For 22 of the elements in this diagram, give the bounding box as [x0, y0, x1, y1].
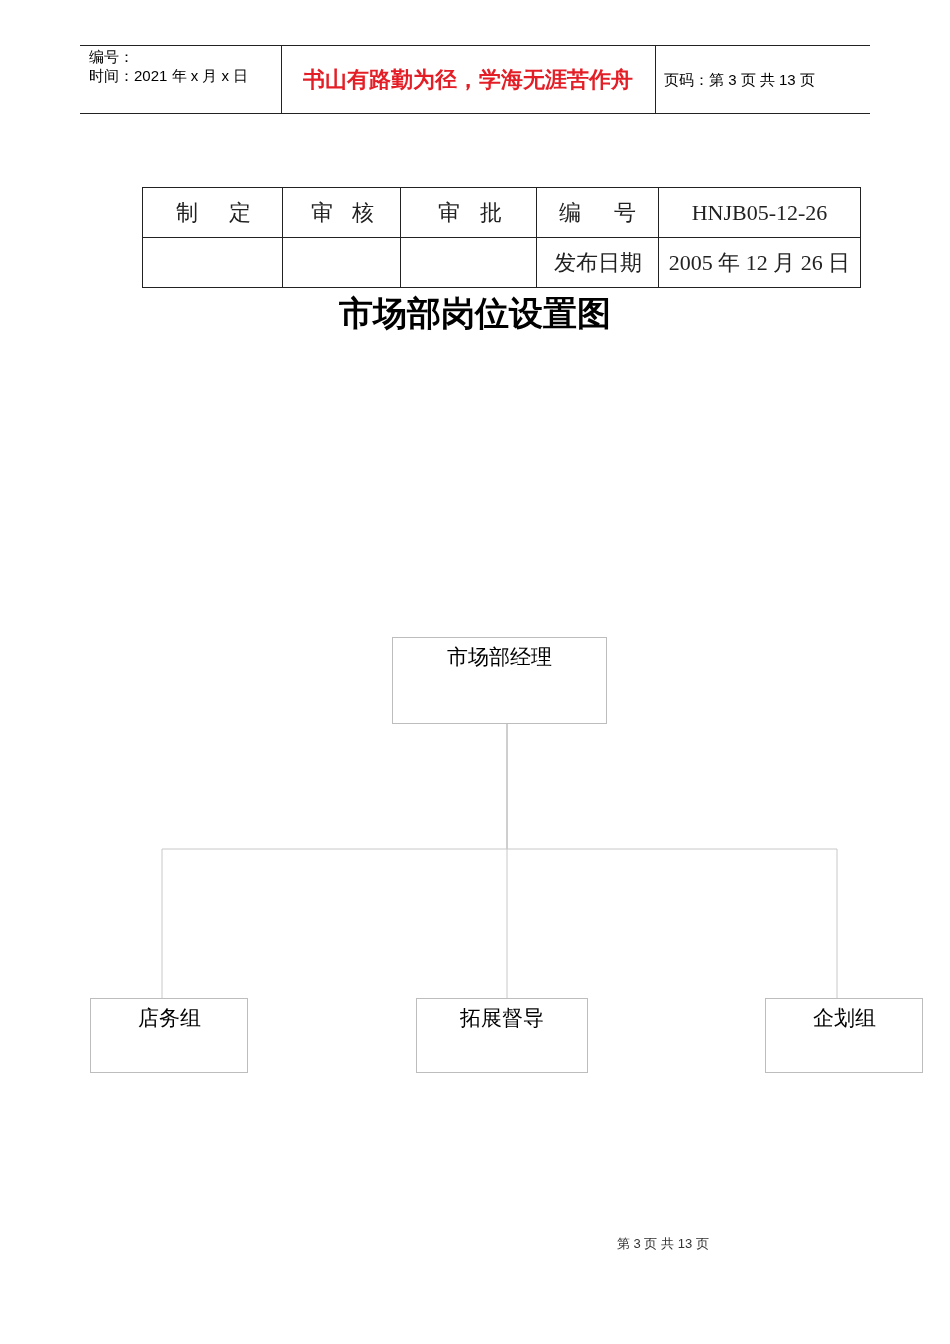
- table-cell: 制 定: [142, 187, 283, 238]
- position-title: 企划组: [812, 1006, 876, 1031]
- header-text: 编号：: [89, 48, 134, 66]
- table-cell: 发布日期: [536, 237, 659, 288]
- table-cell: HNJB05-12-26: [658, 187, 861, 238]
- page-number: 页码：第 3 页 共 13 页: [664, 71, 815, 89]
- position-title: 拓展督导: [460, 1006, 544, 1031]
- position-title: 市场部经理: [447, 645, 552, 670]
- header-text: 时间：2021 年 x 月 x 日: [89, 67, 249, 85]
- page-title: 市场部岗位设置图: [339, 294, 611, 334]
- table-cell: 2005 年 12 月 26 日: [658, 237, 861, 288]
- page-footer: 第 3 页 共 13 页: [617, 1237, 709, 1252]
- motto-text: 书山有路勤为径，学海无涯苦作舟: [303, 67, 633, 93]
- connector-line: [506, 723, 838, 999]
- table-cell: 编 号: [536, 187, 659, 238]
- position-box: [416, 998, 588, 1073]
- position-box: [765, 998, 923, 1073]
- position-title: 店务组: [137, 1006, 201, 1031]
- position-box: [90, 998, 248, 1073]
- table-cell: 审 核: [282, 187, 401, 238]
- position-box: [392, 637, 607, 724]
- table-cell: 审 批: [400, 187, 537, 238]
